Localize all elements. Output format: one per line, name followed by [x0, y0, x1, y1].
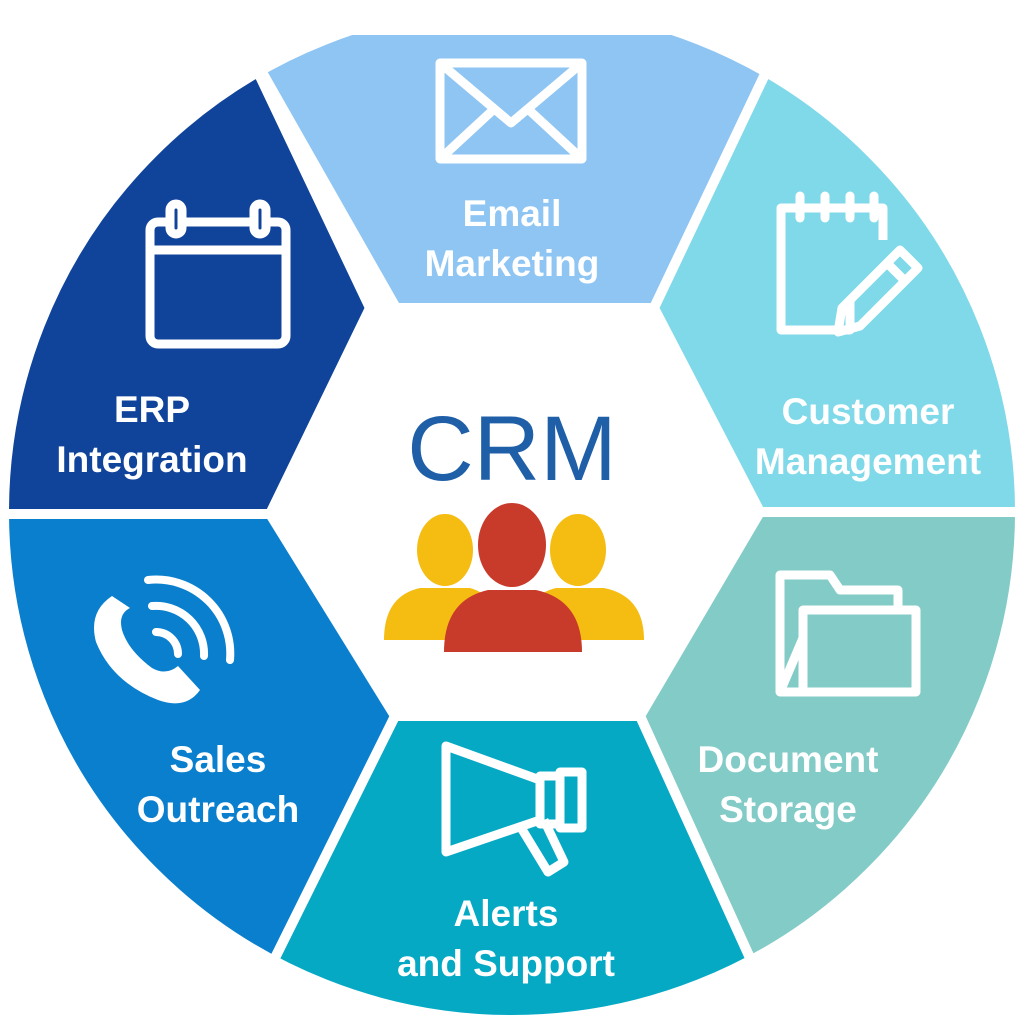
label-document-storage: Document Storage: [698, 739, 879, 830]
folder-icon: [775, 570, 921, 697]
notepad-pencil-icon: [776, 191, 923, 337]
megaphone-icon: [441, 741, 587, 877]
email-line2: Marketing: [425, 243, 600, 284]
label-email-marketing: Email Marketing: [425, 193, 600, 284]
calendar-icon: [145, 199, 291, 349]
alerts-line2: and Support: [397, 943, 615, 984]
sales-line1: Sales: [170, 739, 267, 780]
envelope-icon: [435, 58, 587, 164]
label-erp-integration: ERP Integration: [56, 389, 247, 480]
label-sales-outreach: Sales Outreach: [137, 739, 299, 830]
phone-icon: [94, 575, 235, 704]
people-group-icon: [384, 503, 644, 652]
document-line1: Document: [698, 739, 879, 780]
label-alerts-support: Alerts and Support: [397, 893, 615, 984]
email-line1: Email: [463, 193, 562, 234]
customer-line1: Customer: [782, 391, 955, 432]
person-center-icon: [444, 503, 582, 652]
erp-line1: ERP: [114, 389, 190, 430]
alerts-line1: Alerts: [454, 893, 559, 934]
sales-line2: Outreach: [137, 789, 299, 830]
customer-line2: Management: [755, 441, 981, 482]
crm-title: CRM: [407, 398, 617, 500]
document-line2: Storage: [719, 789, 857, 830]
label-customer-management: Customer Management: [755, 391, 981, 482]
erp-line2: Integration: [56, 439, 247, 480]
